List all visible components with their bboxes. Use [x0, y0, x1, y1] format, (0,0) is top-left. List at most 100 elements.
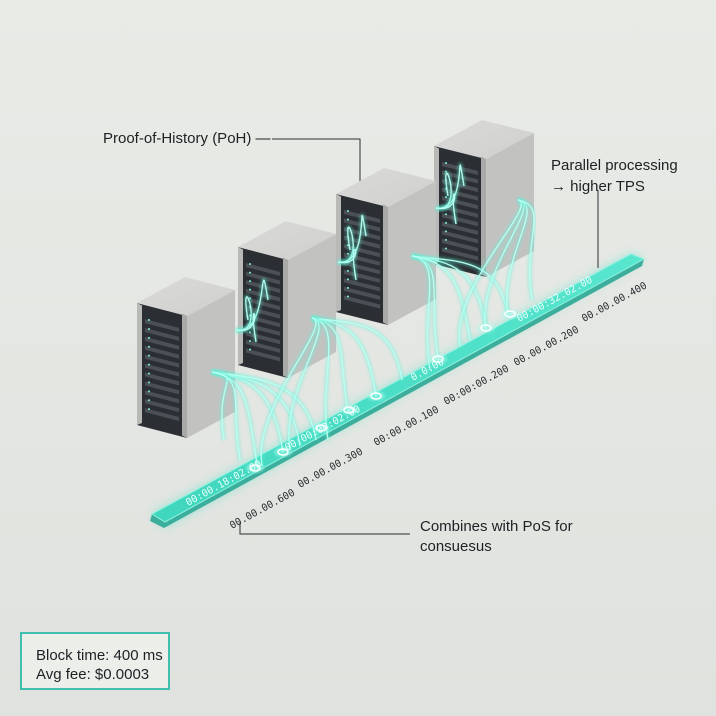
rack-bezel [137, 303, 142, 425]
fiber-strand [517, 199, 535, 301]
node-glow [340, 405, 358, 415]
node-glow [274, 447, 292, 457]
rack-drive-slot [145, 372, 179, 386]
server-racks [137, 120, 534, 438]
rack-drive-slot [145, 390, 179, 404]
rack-led [347, 295, 349, 298]
pos-consensus-label-line2: consuesus [420, 538, 492, 555]
rack-led [148, 372, 150, 375]
rack-drive-slot [442, 213, 478, 227]
fiber-strand [411, 255, 471, 341]
timeline-node [315, 424, 327, 432]
rack-drive-slot [145, 363, 179, 377]
rack-led [148, 381, 150, 384]
timeline-strip [150, 253, 646, 528]
poh-fiber-bundles [211, 162, 537, 471]
timeline-node [480, 324, 492, 332]
fiber-strand [311, 317, 330, 441]
higher-tps-label: → higher TPS [551, 178, 645, 195]
rack-drive-slot [145, 381, 179, 395]
fiber-bundle-7 [435, 162, 467, 225]
rack-led [148, 345, 150, 348]
rack-drive-slot [145, 408, 179, 422]
fiber-bundle-1 [211, 369, 319, 471]
rack-led [445, 247, 447, 250]
rack-drive-slot [246, 348, 280, 362]
timeline-nodes [246, 309, 519, 473]
rack-led [445, 238, 447, 241]
fiber-strand [311, 317, 403, 381]
rack-bezel [238, 247, 243, 365]
rack-top-face [434, 120, 534, 159]
rack-drive-slot [344, 286, 380, 300]
fiber-strand [260, 317, 317, 467]
rack-bezel [182, 313, 187, 438]
timeline-node [370, 392, 382, 400]
fiber-strand [235, 312, 257, 343]
network-stats-box: Block time: 400 ms Avg fee: $0.0003 [20, 632, 170, 690]
rack-led [249, 331, 251, 334]
rack-led [249, 288, 251, 291]
timeline-node [432, 355, 444, 363]
node-glow [477, 323, 495, 333]
avg-fee-text: Avg fee: $0.0003 [36, 666, 150, 683]
timeline-node [343, 406, 355, 414]
rack-side-face [288, 234, 336, 378]
parallel-processing-label: Parallel processing [551, 157, 678, 174]
node-glow [312, 423, 330, 433]
rack-top-face [336, 168, 436, 207]
rack-led [347, 278, 349, 281]
fiber-strand [337, 248, 357, 281]
node-glow [367, 391, 385, 401]
node-glow [501, 309, 519, 319]
rack-drive-slot [442, 230, 478, 244]
rack-drive-slot [344, 278, 380, 292]
label-leaders [239, 138, 599, 535]
rack-led [249, 280, 251, 283]
rack-led [347, 286, 349, 289]
rack-led [148, 354, 150, 357]
rack-led [445, 213, 447, 216]
rack-side-face [187, 290, 235, 438]
fiber-strand [211, 371, 241, 461]
rack-bezel [283, 257, 288, 378]
fiber-strand [458, 199, 522, 347]
rack-side-face [388, 181, 436, 325]
rack-led [249, 263, 251, 266]
rack-led [445, 196, 447, 199]
rack-led [148, 363, 150, 366]
rack-drive-slot [246, 297, 280, 311]
fiber-bundle-3 [411, 253, 511, 371]
node-glow [429, 354, 447, 364]
server-rack-2 [238, 221, 336, 378]
rack-led [347, 252, 349, 255]
fiber-bundle-2 [258, 315, 405, 467]
poh-label: Proof-of-History (PoH) — [103, 130, 271, 147]
rack-led [445, 230, 447, 233]
rack-bezel [383, 204, 388, 325]
timeline-node [249, 464, 261, 472]
rack-drive-slot [246, 263, 280, 276]
rack-led [249, 348, 251, 351]
timeline-node [504, 310, 516, 318]
rack-drive-slot [442, 247, 478, 261]
node-glow [246, 463, 264, 473]
rack-led [249, 271, 251, 274]
rack-led [347, 269, 349, 272]
rack-led [445, 221, 447, 224]
fiber-bundle-6 [337, 213, 369, 281]
rack-drive-slot [145, 319, 179, 332]
fiber-strand [435, 193, 457, 225]
rack-drive-slot [145, 345, 179, 359]
rack-drive-slot [145, 327, 179, 341]
rack-led [148, 408, 150, 411]
rack-side-face [486, 133, 534, 277]
rack-drive-slot [145, 399, 179, 413]
rack-bezel [481, 156, 486, 277]
rack-led [148, 319, 150, 322]
pos-consensus-label-line1: Combines with PoS for [420, 518, 573, 535]
fiber-strand [211, 371, 317, 441]
rack-led [148, 327, 150, 330]
